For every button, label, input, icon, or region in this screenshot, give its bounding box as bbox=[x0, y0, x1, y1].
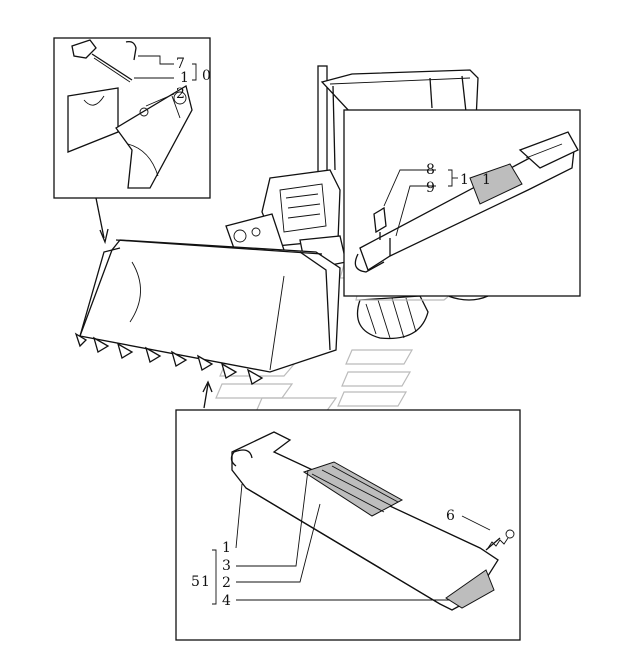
callout-4: 4 bbox=[222, 593, 231, 609]
inset-bottom: 6 1 3 2 4 5 1 bbox=[175, 409, 521, 641]
callout-1: 1 bbox=[180, 70, 189, 86]
pointer-arrows bbox=[95, 197, 213, 409]
callout-6: 6 bbox=[446, 508, 455, 524]
inset-top-left: 7 1 2 0 bbox=[53, 37, 211, 199]
callout-5-subgroup-1: 1 bbox=[201, 574, 210, 590]
callout-8: 8 bbox=[426, 162, 435, 178]
inset-top-right: 8 9 1 1 bbox=[343, 109, 581, 297]
callout-9: 9 bbox=[426, 180, 435, 196]
callout-3: 3 bbox=[222, 558, 231, 574]
callout-2-bottom: 2 bbox=[222, 575, 231, 591]
callout-1-bottom: 1 bbox=[222, 540, 231, 556]
loader-bucket bbox=[74, 239, 341, 385]
callout-0: 0 bbox=[202, 68, 211, 84]
callout-7: 7 bbox=[176, 56, 185, 72]
callout-1-group: 1 bbox=[460, 172, 469, 188]
callout-1-end: 1 bbox=[482, 172, 491, 188]
callout-2: 2 bbox=[176, 86, 185, 102]
callout-5: 5 bbox=[191, 574, 200, 590]
